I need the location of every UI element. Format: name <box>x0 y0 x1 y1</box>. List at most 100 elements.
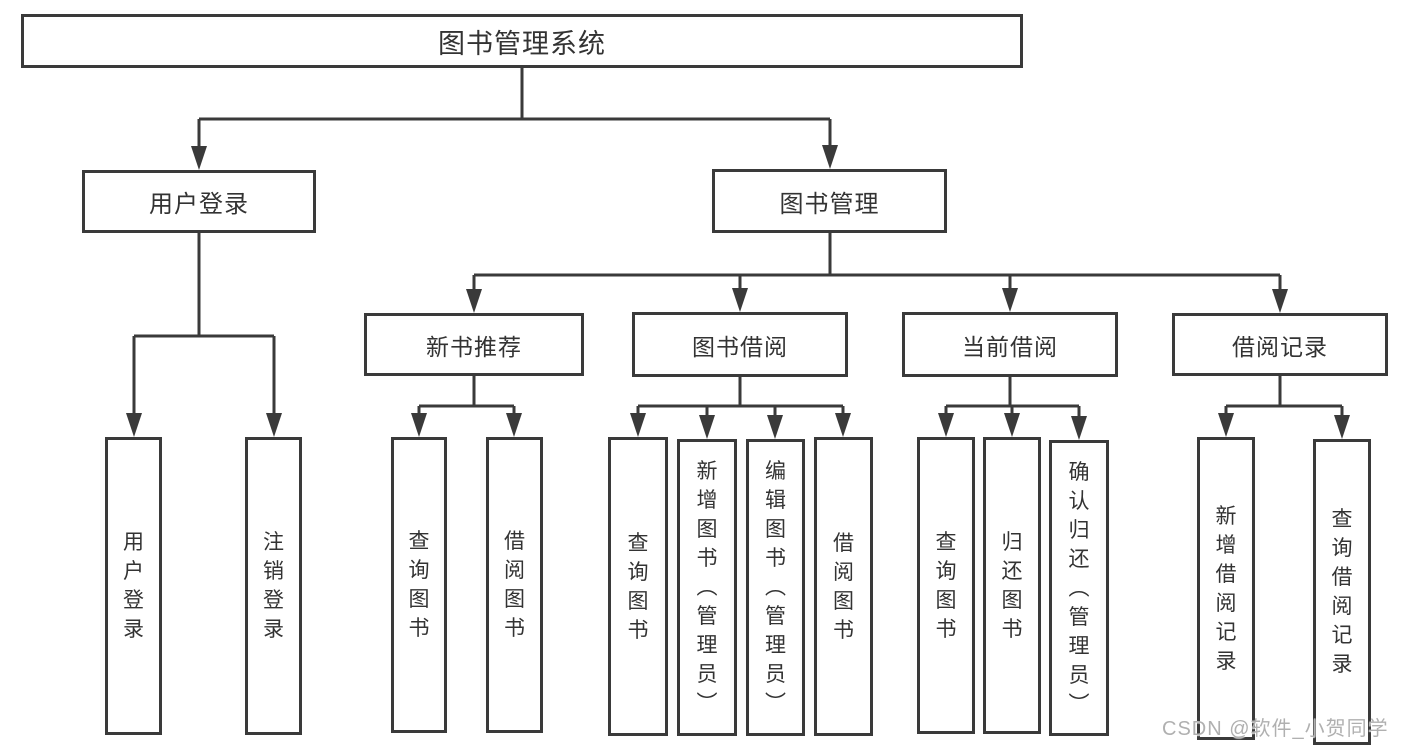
leaf-confirm-return-admin: 确认归还︵管理员︶ <box>1049 440 1109 736</box>
vertical-label-char: 新 <box>696 460 718 483</box>
vertical-label-char: 图 <box>765 518 786 541</box>
vertical-label-char: 书 <box>627 618 649 642</box>
node-label: 当前借阅 <box>962 333 1058 360</box>
vertical-label-char: 用 <box>123 531 144 554</box>
vertical-label-char: 录 <box>263 618 284 641</box>
node-label: 图书管理 <box>779 190 880 218</box>
vertical-label-char: 认 <box>1068 489 1090 513</box>
connector-borrow-record-leaves <box>1224 376 1344 417</box>
node-new-book-recommendation: 新书推荐 <box>364 313 584 376</box>
leaf-borrow-books-2: 借阅图书 <box>814 437 873 736</box>
node-library-management-system: 图书管理系统 <box>21 14 1023 68</box>
vertical-label-char: 书 <box>765 547 786 570</box>
vertical-label-char: 图 <box>504 588 525 611</box>
vertical-label-char: 借 <box>1331 566 1353 589</box>
vertical-label-char: 图 <box>696 518 718 541</box>
leaf-add-borrowing-record: 新增借阅记录 <box>1197 437 1255 740</box>
vertical-label-char: 阅 <box>833 560 854 584</box>
connector-book-mgmt-to-level3 <box>472 233 1282 291</box>
arrowheads-current-borrow-leaves <box>938 413 1087 440</box>
vertical-label-char: 书 <box>935 617 957 641</box>
vertical-label-char: 图 <box>627 589 649 613</box>
vertical-label-char: 记 <box>1331 624 1353 647</box>
connector-book-borrow-leaves <box>636 377 845 417</box>
vertical-label-char: ︵ <box>1068 576 1090 600</box>
vertical-label-char: 书 <box>408 617 430 640</box>
vertical-label-char: 图 <box>935 588 957 612</box>
vertical-label-char: 户 <box>123 560 144 583</box>
vertical-label-char: 阅 <box>1215 591 1237 615</box>
vertical-label-char: 查 <box>935 530 957 554</box>
vertical-label-char: 书 <box>833 618 854 642</box>
vertical-label-char: 书 <box>1001 617 1023 641</box>
connector-new-book-rec-leaves <box>417 376 516 415</box>
node-book-management: 图书管理 <box>712 169 947 233</box>
leaf-query-borrowing-record: 查询借阅记录 <box>1313 439 1371 745</box>
vertical-label-char: ︵ <box>696 576 718 599</box>
vertical-label-char: 管 <box>1068 605 1090 629</box>
vertical-label-char: ︵ <box>765 576 786 599</box>
vertical-label-char: 员 <box>1068 663 1090 687</box>
vertical-label-char: 询 <box>1331 537 1353 560</box>
vertical-label-char: 编 <box>765 460 786 483</box>
vertical-label-char: 登 <box>263 589 284 612</box>
vertical-label-char: 图 <box>408 588 430 611</box>
vertical-label-char: 借 <box>833 531 854 555</box>
arrowheads-borrow-record-leaves <box>1218 413 1350 439</box>
vertical-label-char: 录 <box>1331 653 1353 676</box>
vertical-label-char: 销 <box>263 560 284 583</box>
vertical-label-char: 员 <box>696 663 718 686</box>
vertical-label-char: ︶ <box>1068 692 1090 716</box>
vertical-label-char: 查 <box>1331 508 1353 531</box>
vertical-label-char: 询 <box>935 559 957 583</box>
node-label: 借阅记录 <box>1232 333 1328 360</box>
vertical-label-char: 录 <box>1215 649 1237 673</box>
vertical-label-char: 理 <box>696 634 718 657</box>
arrowheads-book-borrow-leaves <box>630 413 851 439</box>
csdn-watermark: CSDN @软件_小贺同学 <box>1162 718 1389 740</box>
leaf-add-book-admin: 新增图书︵管理员︶ <box>677 439 737 736</box>
connector-user-login-to-leaves <box>132 233 276 415</box>
vertical-label-char: 登 <box>123 589 144 612</box>
vertical-label-char: 理 <box>1068 634 1090 658</box>
leaf-edit-book-admin: 编辑图书︵管理员︶ <box>746 439 805 736</box>
vertical-label-char: 员 <box>765 663 786 686</box>
node-book-borrowing: 图书借阅 <box>632 312 848 377</box>
leaf-user-login: 用户登录 <box>105 437 162 735</box>
vertical-label-char: 确 <box>1068 460 1090 484</box>
node-borrowing-records: 借阅记录 <box>1172 313 1388 376</box>
arrowheads-level2 <box>191 145 838 170</box>
vertical-label-char: 增 <box>1215 533 1237 557</box>
vertical-label-char: 增 <box>696 489 718 512</box>
node-current-borrowing: 当前借阅 <box>902 312 1118 377</box>
vertical-label-char: 询 <box>408 559 430 582</box>
vertical-label-char: 询 <box>627 560 649 584</box>
arrowheads-user-login-leaves <box>126 413 282 437</box>
connector-root-to-level2 <box>197 67 832 148</box>
vertical-label-char: 辑 <box>765 489 786 512</box>
vertical-label-char: 注 <box>263 531 284 554</box>
vertical-label-char: 记 <box>1215 620 1237 644</box>
vertical-label-char: 管 <box>696 605 718 628</box>
vertical-label-char: ︶ <box>765 692 786 715</box>
leaf-query-books-1: 查询图书 <box>391 437 447 733</box>
node-user-login: 用户登录 <box>82 170 316 233</box>
node-label: 图书管理系统 <box>438 28 606 59</box>
vertical-label-char: 阅 <box>1331 595 1353 618</box>
vertical-label-char: 还 <box>1001 559 1023 583</box>
vertical-label-char: 书 <box>504 617 525 640</box>
node-label: 新书推荐 <box>426 333 522 360</box>
leaf-query-books-3: 查询图书 <box>917 437 975 734</box>
node-label: 用户登录 <box>149 191 249 218</box>
vertical-label-char: 阅 <box>504 559 525 582</box>
vertical-label-char: 还 <box>1068 547 1090 571</box>
vertical-label-char: ︶ <box>696 692 718 715</box>
node-label: 图书借阅 <box>692 333 788 360</box>
vertical-label-char: 图 <box>833 589 854 613</box>
vertical-label-char: 借 <box>1215 562 1237 586</box>
vertical-label-char: 借 <box>504 530 525 553</box>
arrowheads-level3 <box>466 288 1288 313</box>
vertical-label-char: 查 <box>408 530 430 553</box>
leaf-return-books: 归还图书 <box>983 437 1041 734</box>
